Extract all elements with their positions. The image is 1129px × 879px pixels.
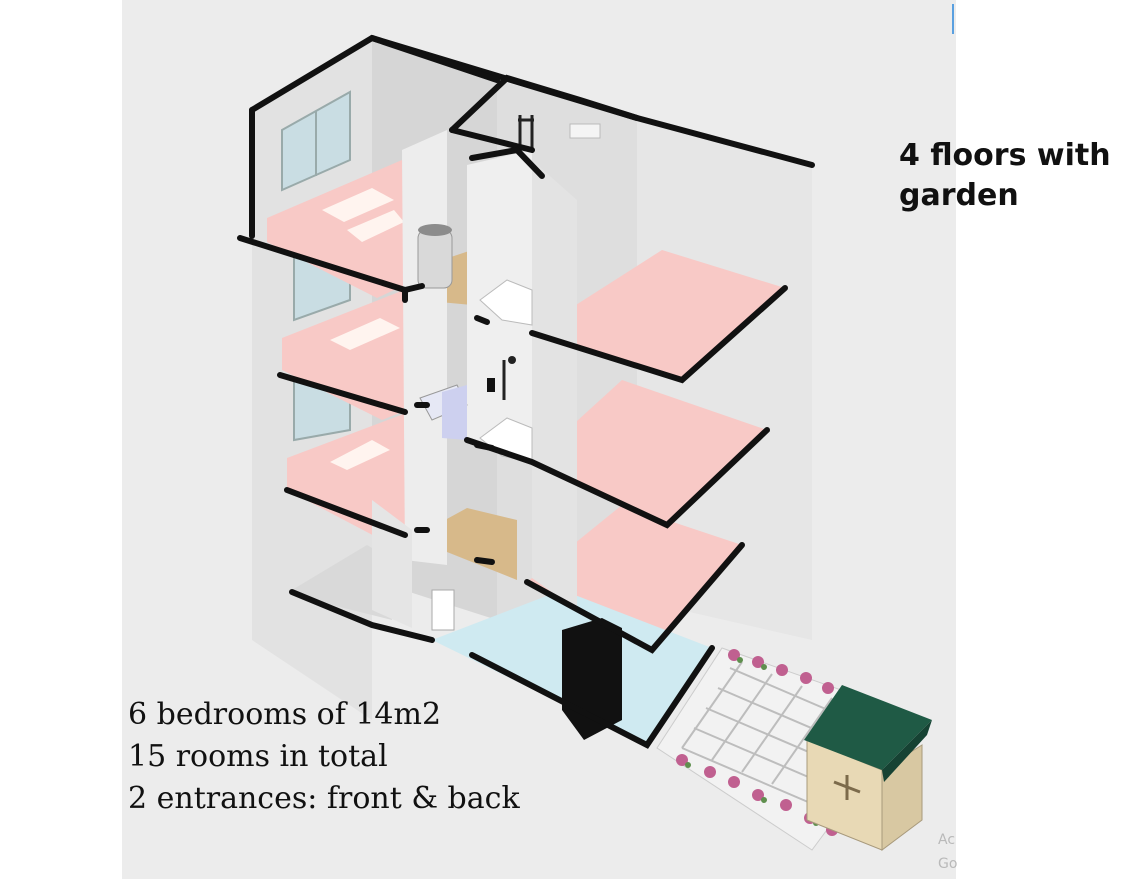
stat-entrances: 2 entrances: front & back <box>128 781 520 816</box>
bed-mat <box>322 188 394 222</box>
bed-mat <box>330 440 390 470</box>
bed-mat <box>347 210 404 242</box>
house-3d-cutaway <box>237 34 932 851</box>
page-heading: 4 floors with garden <box>899 136 1129 216</box>
bath-fixture <box>569 123 601 139</box>
partition-wall <box>532 160 577 610</box>
stair-rail-icon <box>518 115 534 148</box>
shower-tray <box>479 279 533 326</box>
partition-wall <box>402 130 447 565</box>
bedroom-floor-2-right <box>527 505 742 650</box>
stats-list: 6 bedrooms of 14m2 15 rooms in total 2 e… <box>128 694 520 820</box>
cursor-mark <box>952 4 954 34</box>
fridge-icon <box>562 618 622 740</box>
shower-icon <box>487 356 516 400</box>
stat-bedrooms: 6 bedrooms of 14m2 <box>128 697 442 732</box>
wall-edges <box>237 34 815 749</box>
floorplan-canvas <box>122 0 956 879</box>
heading-line-2: garden <box>899 178 1019 213</box>
heading-line-1: 4 floors with <box>899 138 1111 173</box>
watermark-line-1: Ac <box>938 832 956 848</box>
window-icon <box>281 90 351 192</box>
bedroom-floor-top-right <box>532 250 785 380</box>
watermark-line-2: Go <box>938 856 958 872</box>
garden-shed-icon <box>804 685 932 851</box>
water-heater-icon <box>417 224 453 289</box>
stat-rooms: 15 rooms in total <box>128 739 388 774</box>
toilet-icon <box>431 589 455 631</box>
washbasin-icon <box>419 384 468 440</box>
bed-mat <box>330 318 400 350</box>
